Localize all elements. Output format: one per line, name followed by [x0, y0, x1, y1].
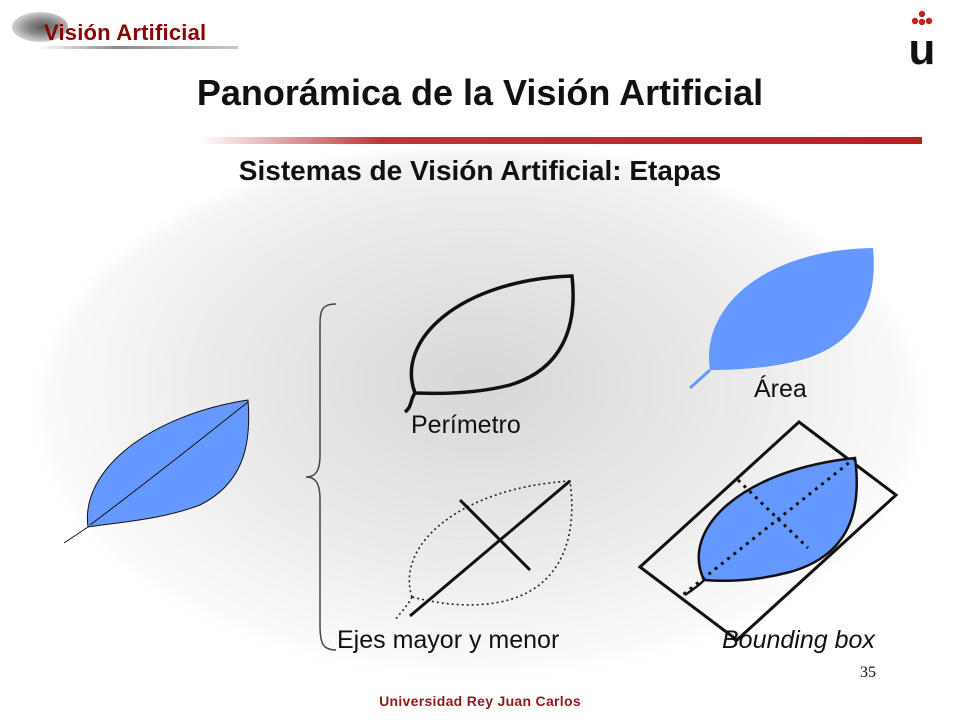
- logo-underline: [38, 46, 238, 49]
- page-subtitle: Sistemas de Visión Artificial: Etapas: [238, 155, 722, 186]
- original-leaf: [63, 399, 250, 544]
- label-bounding-box: Bounding box: [722, 626, 875, 654]
- eye-logo-icon: [12, 12, 68, 42]
- label-axes: Ejes mayor y menor: [337, 626, 560, 654]
- grouping-brace: [305, 303, 337, 651]
- logo-text: Visión Artificial: [44, 20, 207, 45]
- university-mark: u: [909, 25, 936, 68]
- label-perimeter: Perímetro: [411, 411, 521, 439]
- area-leaf: [688, 248, 874, 390]
- footer-university: Universidad Rey Juan Carlos: [379, 693, 581, 709]
- page-title: Panorámica de la Visión Artificial: [196, 72, 764, 113]
- background-blur: [40, 150, 920, 670]
- vision-artificial-logo: Visión Artificial: [8, 8, 238, 52]
- bounding-box-leaf: [637, 420, 899, 642]
- title-rule: [200, 137, 922, 144]
- label-area: Área: [754, 375, 807, 403]
- page-number: 35: [860, 664, 876, 681]
- axes-leaf: [394, 479, 573, 621]
- perimeter-leaf: [403, 274, 575, 414]
- university-crest-icon: u: [909, 10, 936, 68]
